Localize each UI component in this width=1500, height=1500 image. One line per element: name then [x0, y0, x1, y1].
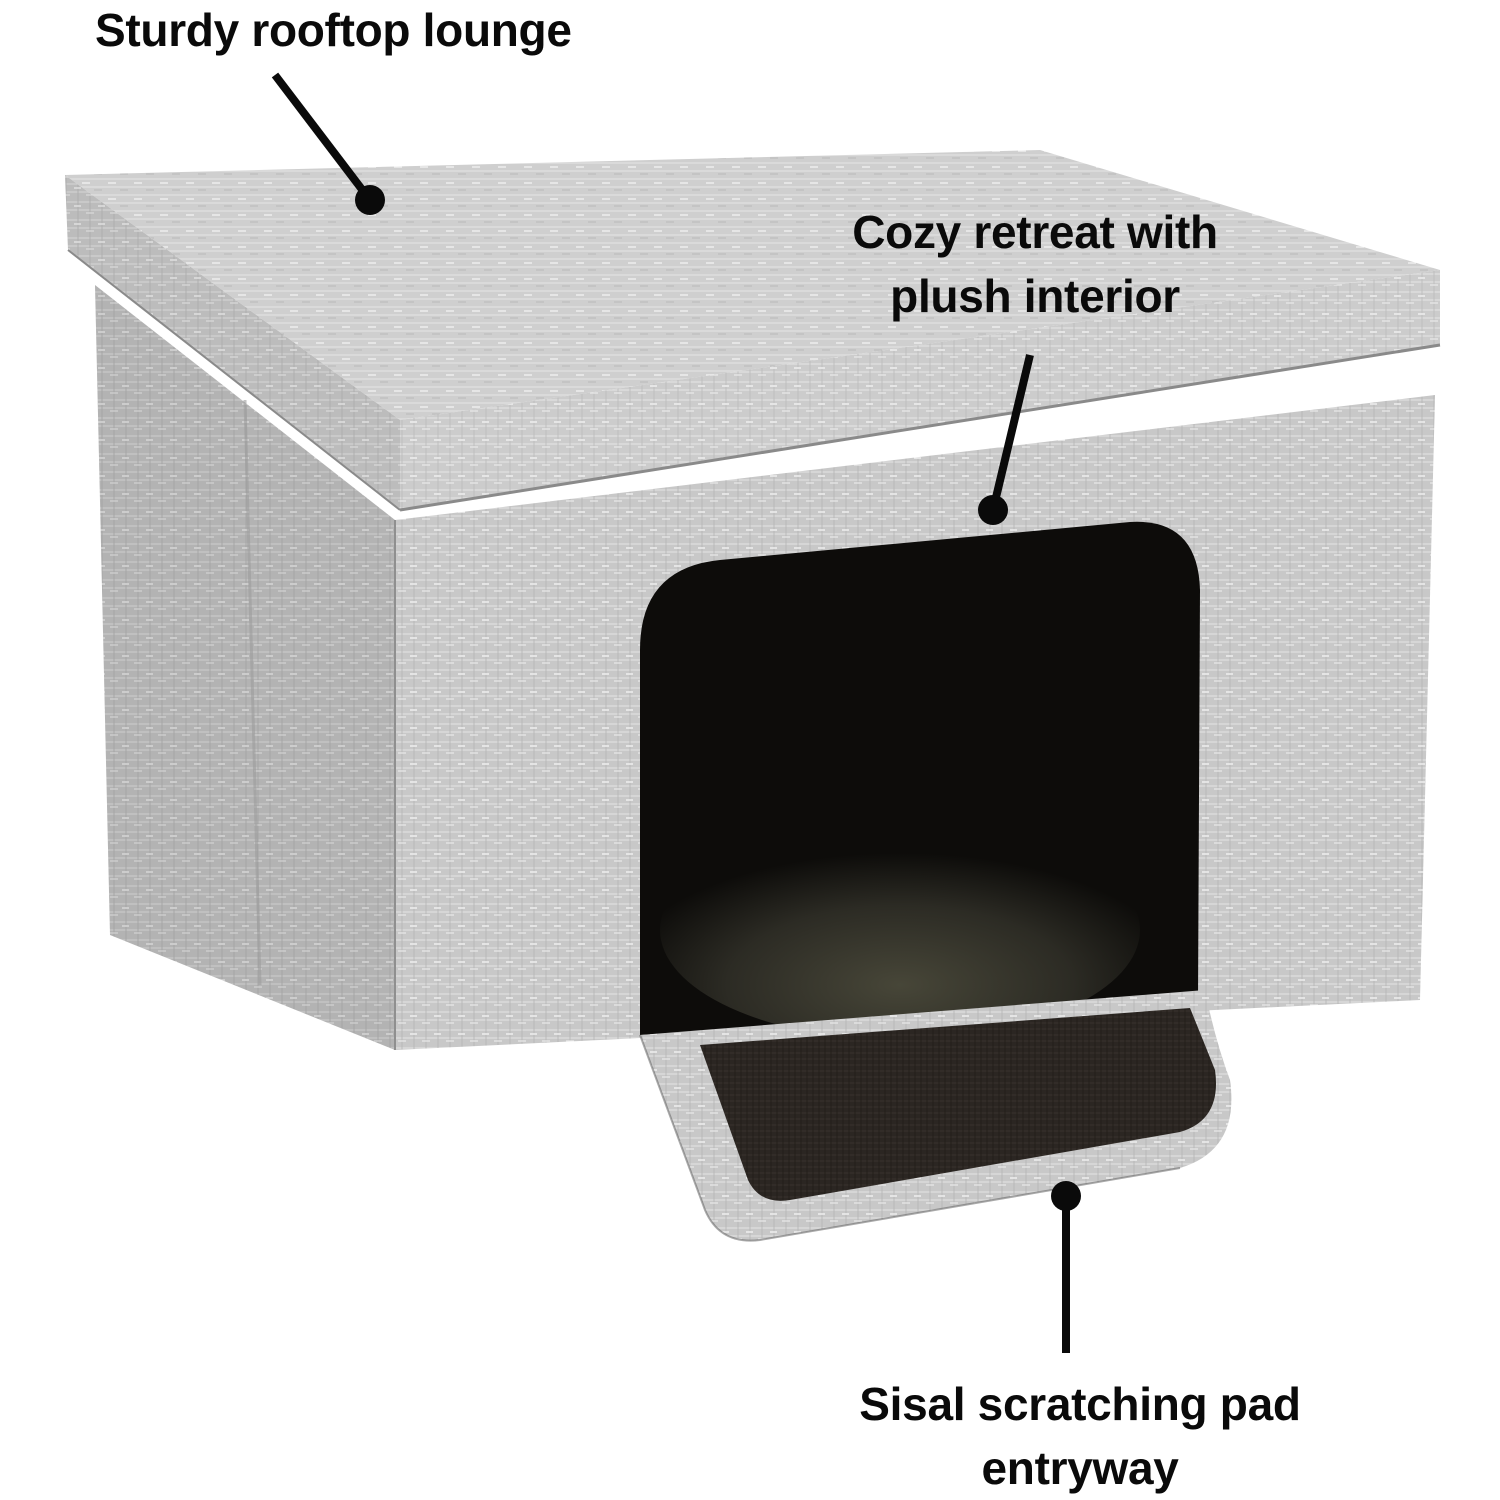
callout-text: Sisal scratching pad	[859, 1378, 1301, 1430]
box-lid	[65, 150, 1441, 512]
callout-text: plush interior	[890, 270, 1180, 322]
box-left-side	[95, 285, 395, 1050]
callout-label-sisal: Sisal scratching pad entryway	[830, 1372, 1330, 1500]
callout-pointer-sisal	[1051, 1181, 1081, 1353]
callout-text: Cozy retreat with	[852, 206, 1218, 258]
callout-pointer-roof	[271, 72, 385, 215]
entry-opening	[640, 521, 1200, 1040]
callout-text: entryway	[981, 1442, 1179, 1494]
sisal-scratching-pad	[639, 990, 1232, 1242]
callout-text: Sturdy rooftop lounge	[95, 4, 572, 56]
callout-label-roof: Sturdy rooftop lounge	[95, 0, 615, 62]
callout-label-retreat: Cozy retreat with plush interior	[820, 200, 1250, 328]
callout-pointer-retreat	[978, 354, 1034, 525]
plush-interior-floor	[660, 820, 1140, 1040]
